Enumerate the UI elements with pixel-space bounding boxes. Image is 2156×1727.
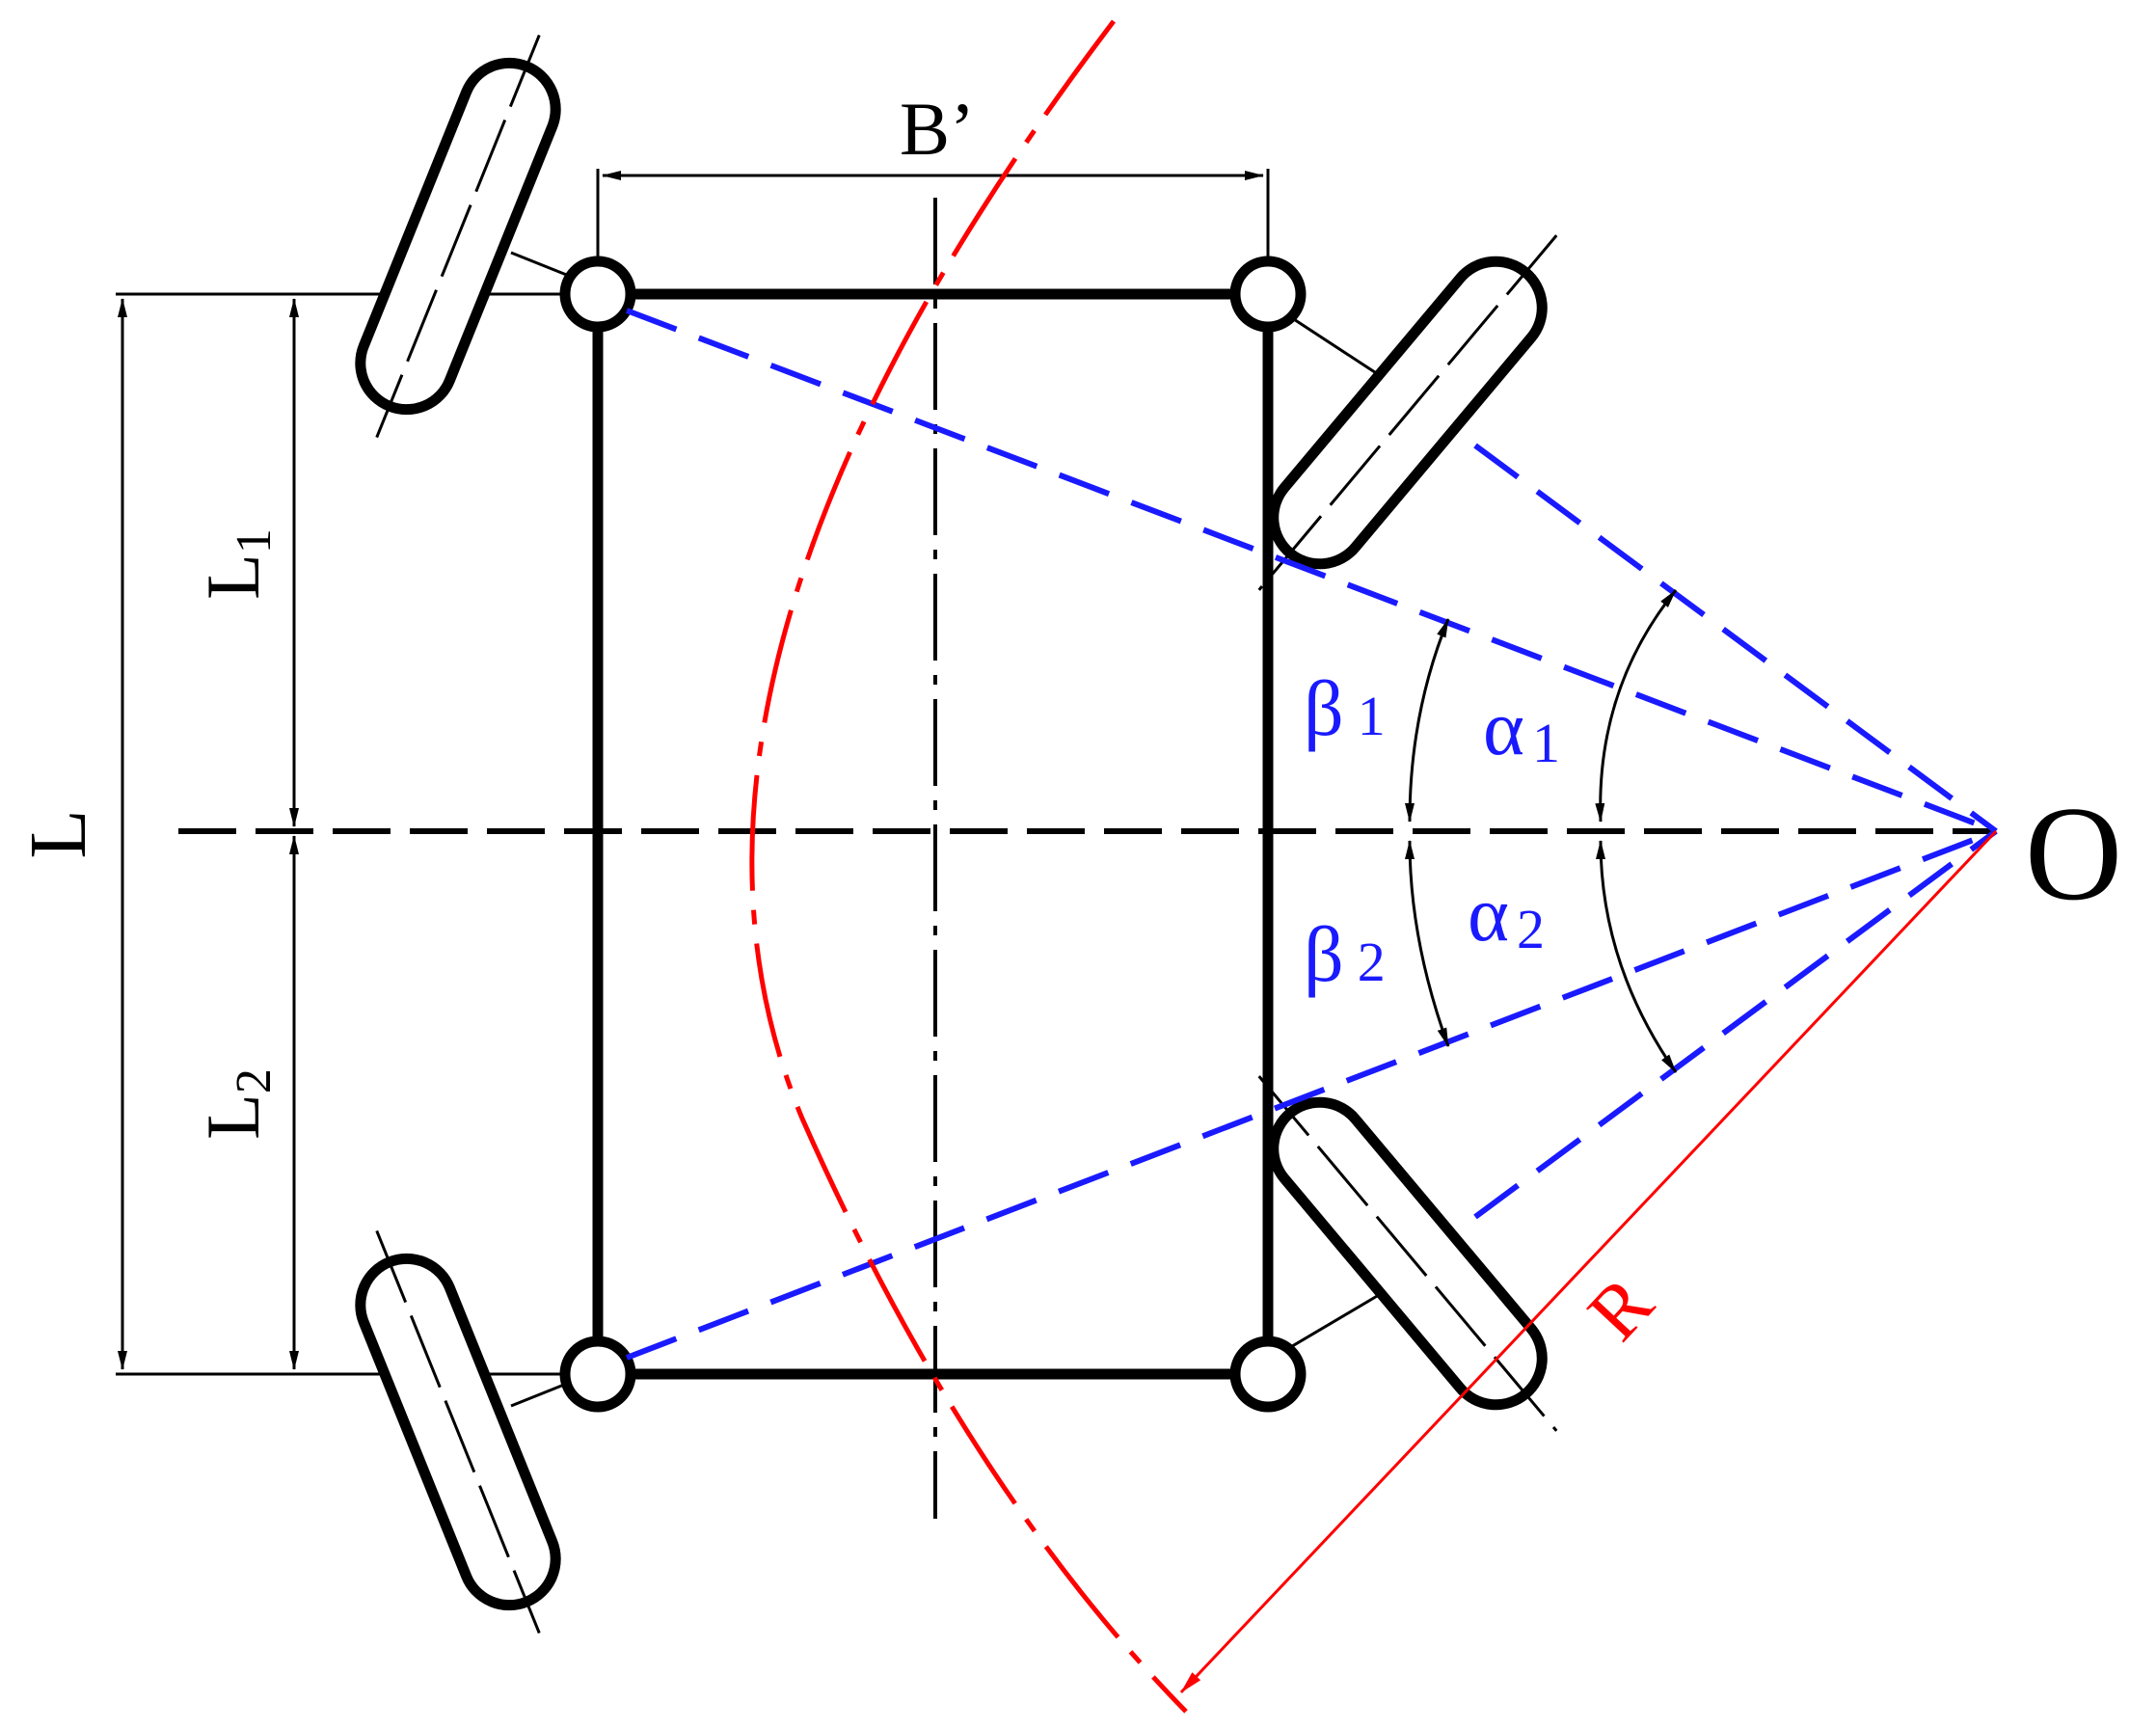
pivot-rear-right: [1229, 1336, 1307, 1413]
wheel-rear-right: [1257, 1075, 1558, 1432]
label-track-width: B’: [900, 87, 975, 171]
label-wheelbase-front: L1: [191, 528, 282, 600]
wheel-rear-left: [355, 1229, 561, 1634]
vehicle-frame: [592, 288, 1274, 1380]
arc-beta2: [1405, 840, 1450, 1047]
arc-alpha2: [1596, 840, 1678, 1073]
turning-radius-line: [1179, 829, 1998, 1694]
label-turn-center: O: [2025, 779, 2122, 929]
wheelbase-dimensions: [116, 292, 603, 1376]
turning-lines: [625, 308, 1998, 1361]
pivot-front-left: [559, 256, 636, 333]
kingpin-pivots: [559, 256, 1307, 1413]
label-turn-radius: R: [1573, 1260, 1670, 1357]
pivot-rear-left: [559, 1336, 636, 1413]
arc-alpha1: [1595, 589, 1678, 823]
arc-beta1: [1405, 618, 1450, 823]
label-wheelbase-rear: L2: [191, 1068, 282, 1140]
wheel-front-right: [1257, 234, 1558, 591]
track-width-dimension: [596, 169, 1270, 265]
turning-radius-arc: [749, 19, 1188, 1714]
label-wheelbase-total: L: [13, 809, 103, 858]
pivot-front-right: [1229, 256, 1307, 333]
angle-arcs: [1405, 589, 1678, 1073]
wheel-front-left: [355, 34, 561, 439]
